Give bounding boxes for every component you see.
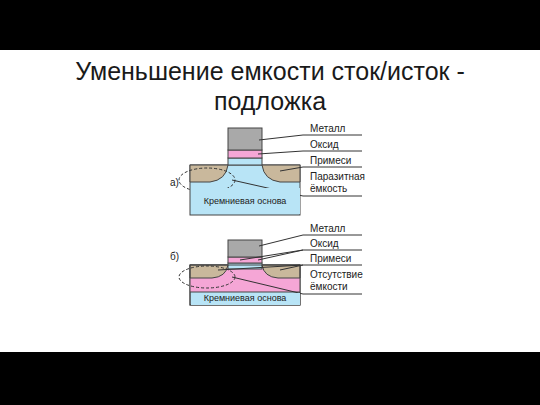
callout-label: Оксид — [310, 139, 370, 151]
callout-label: Оксид — [310, 238, 370, 250]
callout-label: Отсутствие ёмкости — [310, 269, 372, 293]
slide-title: Уменьшение емкости сток/исток - подложка — [60, 56, 480, 116]
callout-label: Примеси — [310, 253, 370, 265]
callout-label: Металл — [310, 223, 370, 235]
region-label: Кремниевая основа — [204, 196, 287, 207]
callout-label: б) — [170, 251, 190, 263]
callout-label: а) — [170, 177, 190, 189]
callout-label: Металл — [310, 123, 370, 135]
callout-label: Примеси — [310, 155, 370, 167]
region-label: Кремниевая основа — [204, 293, 287, 304]
callout-label: Паразитная ёмкость — [310, 171, 372, 195]
substrate-region: Кремниевая основа — [191, 293, 300, 305]
substrate-region: Кремниевая основа — [191, 188, 300, 214]
